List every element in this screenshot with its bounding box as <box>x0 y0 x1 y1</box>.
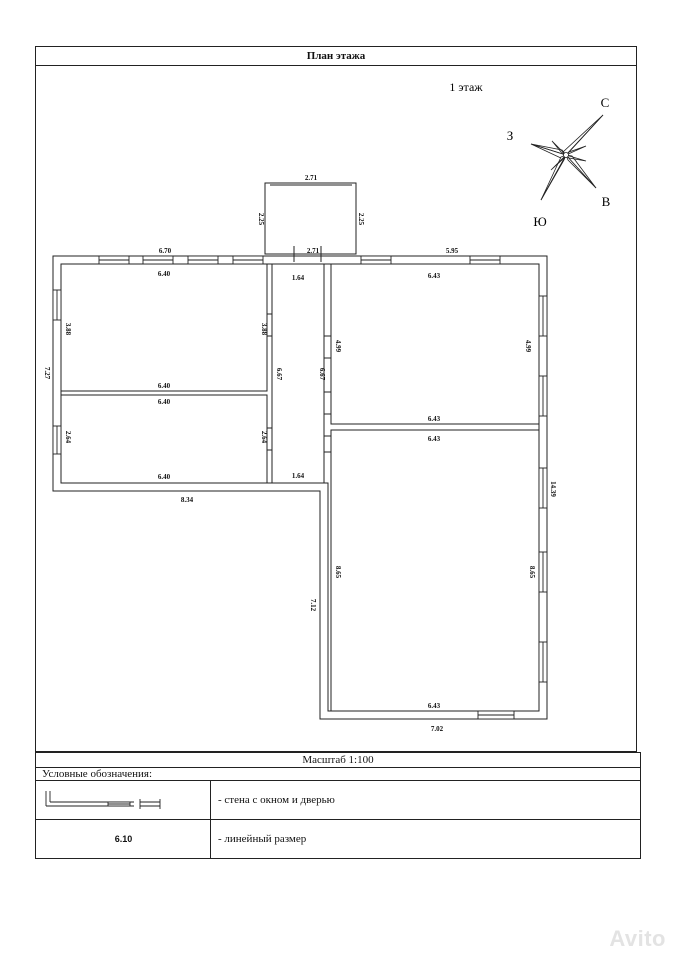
dim-stair-top: 2.71 <box>305 174 318 182</box>
wall-symbol-icon <box>36 781 211 819</box>
dim-lower-mid-ext: 7.12 <box>309 599 317 612</box>
dimension-symbol: 6.10 <box>36 820 211 858</box>
dim-corr-top: 1.64 <box>292 274 305 282</box>
sheet-title: План этажа <box>36 47 636 66</box>
legend-dimension-desc: - линейный размер <box>218 833 307 845</box>
compass-north: С <box>601 95 610 110</box>
dim-room1-top: 6.40 <box>158 270 171 278</box>
dim-room1-right: 3.88 <box>260 323 268 336</box>
dim-room3-left: 4.99 <box>334 340 342 353</box>
dim-room3-top: 6.43 <box>428 272 441 280</box>
exterior-walls <box>52 255 548 720</box>
dim-top-right-ext: 5.95 <box>446 247 459 255</box>
dim-stair-right: 2.25 <box>357 213 365 226</box>
dim-room1-left: 3.88 <box>64 323 72 336</box>
legend-item-wall: - стена с окном и дверью <box>35 780 641 820</box>
legend: Масштаб 1:100 Условные обозначения: - с <box>35 752 641 859</box>
dim-bottom-left-ext: 8.34 <box>181 496 194 504</box>
dim-top-left-ext: 6.70 <box>159 247 172 255</box>
dim-stair-left: 2.25 <box>257 213 265 226</box>
windows <box>52 255 548 720</box>
compass-rose-icon <box>530 114 604 201</box>
dim-room3-bottom: 6.43 <box>428 415 441 423</box>
legend-item-dimension: 6.10 - линейный размер <box>35 819 641 859</box>
compass-east: В <box>602 194 611 209</box>
avito-watermark: Avito <box>609 926 666 951</box>
dim-room4-top: 6.43 <box>428 435 441 443</box>
porch <box>264 182 357 262</box>
legend-wall-desc: - стена с окном и дверью <box>218 794 335 806</box>
legend-caption: Условные обозначения: <box>35 767 641 781</box>
dim-stair-bottom: 2.71 <box>307 247 320 255</box>
dimension-sample: 6.10 <box>114 834 133 844</box>
plan-sheet: План этажа <box>35 46 637 752</box>
dim-room4-right: 8.65 <box>528 566 536 579</box>
compass-west: З <box>507 128 514 143</box>
dim-room3-right: 4.99 <box>524 340 532 353</box>
dimension-labels: 2.71 2.25 2.25 2.71 6.70 5.95 7.27 8.34 … <box>43 174 557 733</box>
compass-south: Ю <box>533 214 546 229</box>
floor-plan: 1 этаж С З В Ю <box>43 80 611 733</box>
scale-label: Масштаб 1:100 <box>35 752 641 768</box>
dim-corr-right: 6.67 <box>318 368 326 381</box>
dim-right-ext: 14.39 <box>549 481 557 497</box>
interior-walls <box>60 263 540 712</box>
dim-left-ext: 7.27 <box>43 367 51 380</box>
floor-label: 1 этаж <box>449 80 483 94</box>
dim-room2-bottom: 6.40 <box>158 473 171 481</box>
doors <box>267 313 331 453</box>
dim-corr-left: 6.67 <box>275 368 283 381</box>
dim-room1-bottom: 6.40 <box>158 382 171 390</box>
dim-corr-bottom: 1.64 <box>292 472 305 480</box>
dim-room4-left: 8.65 <box>334 566 342 579</box>
dim-bottom-right-ext: 7.02 <box>431 725 444 733</box>
dim-room2-right: 2.64 <box>260 431 268 444</box>
dim-room4-bottom: 6.43 <box>428 702 441 710</box>
dim-room2-left: 2.64 <box>64 431 72 444</box>
dim-room2-top: 6.40 <box>158 398 171 406</box>
